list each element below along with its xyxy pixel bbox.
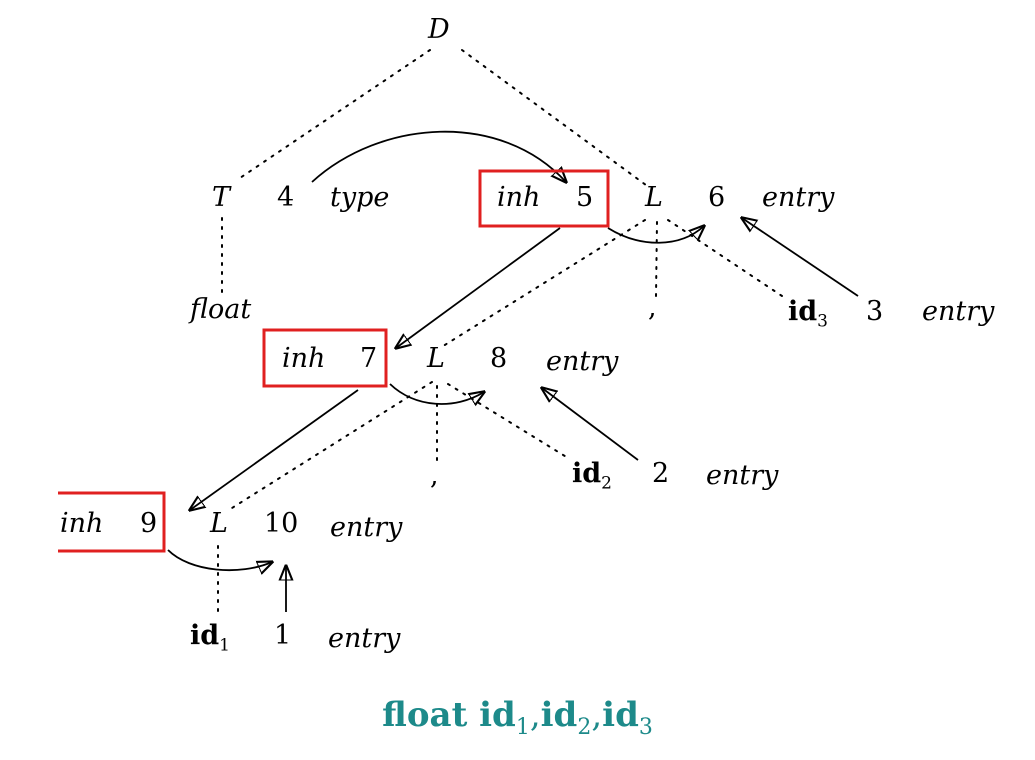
node-T-number: 4: [277, 182, 295, 213]
caption-keyword: float: [382, 695, 468, 735]
attr-entry-2: entry: [706, 460, 779, 491]
tree-edge-D-T: [239, 49, 431, 179]
attr-entry-3: entry: [922, 296, 995, 327]
tree-edge-L6-L8: [439, 219, 646, 349]
dep-arrow-inh5-to-entry6: [607, 226, 704, 244]
caption-declaration: float id1,id2,id3: [0, 695, 1035, 740]
node-comma-1: ,: [648, 292, 657, 323]
node-D: D: [428, 14, 450, 45]
dep-arrow-type-to-inh5: [311, 130, 566, 182]
attr-inh-5-number: 5: [576, 182, 594, 213]
node-id1-number: 1: [274, 620, 292, 651]
node-L-10: L: [210, 508, 228, 539]
dep-arrow-inh5-to-inh7: [396, 227, 561, 348]
node-L-8-number: 8: [490, 343, 508, 374]
node-L-6: L: [645, 182, 663, 213]
node-id3: id3: [788, 296, 828, 332]
caption-id-3: id3: [602, 695, 653, 740]
attr-inh-9: inh: [60, 508, 104, 539]
node-id3-number: 3: [866, 296, 884, 327]
caption-separator-2: ,: [591, 695, 603, 735]
node-float: float: [190, 294, 252, 325]
highlight-box-inh7: [262, 328, 388, 388]
node-comma-2: ,: [430, 460, 439, 491]
dep-arrow-inh7-to-entry8: [389, 383, 484, 404]
attr-inh-9-number: 9: [140, 508, 158, 539]
node-id1: id1: [190, 620, 230, 656]
highlight-box-inh5: [478, 169, 610, 228]
tree-edge-L8-L10: [231, 381, 433, 509]
attr-inh-5: inh: [497, 182, 541, 213]
highlight-box-inh9: [58, 491, 166, 553]
dep-arrow-entry3-to-entry6: [742, 218, 859, 297]
tree-edge-L8-id2: [447, 383, 569, 459]
dep-arrow-inh9-to-entry10: [167, 549, 272, 570]
node-T: T: [212, 182, 231, 213]
dep-arrow-inh7-to-inh9: [190, 389, 359, 510]
attr-inh-7: inh: [282, 343, 326, 374]
attr-entry-10: entry: [330, 512, 403, 543]
attr-type: type: [330, 182, 390, 213]
tree-edge-D-L6: [461, 49, 651, 189]
node-L-6-number: 6: [708, 182, 726, 213]
caption-id-2: id2: [540, 695, 592, 740]
node-L-10-number: 10: [264, 508, 299, 539]
caption-id-1: id1: [479, 695, 530, 740]
tree-edge-L6-comma: [655, 221, 658, 297]
caption-separator-1: ,: [529, 695, 541, 735]
node-id2-number: 2: [652, 458, 670, 489]
node-id2: id2: [572, 458, 612, 494]
dep-arrow-entry2-to-entry8: [542, 388, 639, 461]
attr-entry-1: entry: [328, 623, 401, 654]
tree-edge-L6-id3: [667, 219, 786, 299]
node-L-8: L: [427, 343, 445, 374]
attr-entry-6: entry: [762, 182, 835, 213]
attr-inh-7-number: 7: [360, 343, 378, 374]
attr-entry-8: entry: [546, 346, 619, 377]
